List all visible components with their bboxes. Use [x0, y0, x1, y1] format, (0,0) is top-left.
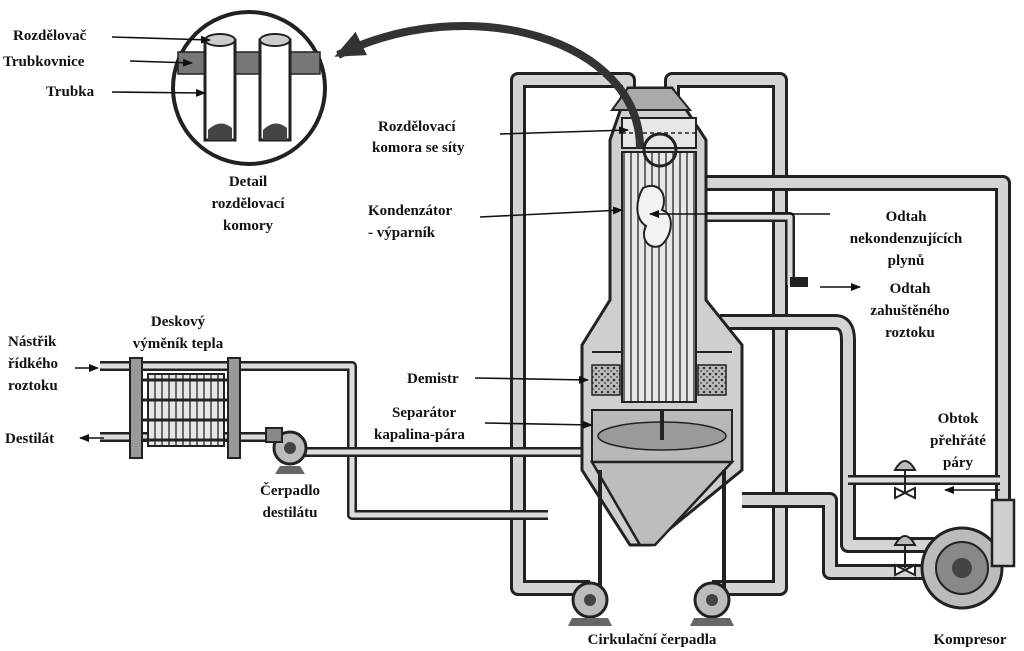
label-deskovy-1: Deskový	[151, 314, 206, 330]
label-obtok-1: Obtok	[938, 411, 980, 427]
label-nastrik-2: řídkého	[8, 356, 58, 372]
labels: Rozdělovač Trubkovnice Trubka Detail roz…	[3, 28, 1007, 648]
label-cerpadlo-2: destilátu	[262, 505, 317, 521]
bypass-valve-bottom	[893, 535, 917, 577]
label-odtah-plynu-3: plynů	[888, 253, 925, 269]
label-rozdelovac: Rozdělovač	[13, 28, 87, 44]
label-detail-2: rozdělovací	[211, 196, 285, 212]
label-cerpadlo-1: Čerpadlo	[260, 482, 320, 499]
label-odtah-roztoku-2: zahuštěného	[870, 303, 949, 319]
label-detail-3: komory	[223, 218, 273, 234]
circulation-pump-right	[690, 581, 734, 626]
label-komora-1: Rozdělovací	[378, 119, 456, 135]
distillate-pump	[265, 427, 308, 474]
label-trubka: Trubka	[46, 84, 95, 100]
label-nastrik-3: roztoku	[8, 378, 58, 394]
detail-callout-arrow	[334, 22, 644, 149]
label-kondenzator-1: Kondenzátor	[368, 203, 453, 219]
label-destilat: Destilát	[5, 431, 54, 447]
label-odtah-roztoku-1: Odtah	[890, 281, 932, 297]
label-separator-1: Separátor	[392, 405, 456, 421]
circulation-pump-left	[568, 581, 612, 626]
label-deskovy-2: výměník tepla	[133, 336, 224, 352]
label-komora-2: komora se síty	[372, 140, 465, 156]
leader-lines	[75, 35, 1000, 494]
label-odtah-plynu-2: nekondenzujících	[850, 231, 963, 247]
label-kompresor: Kompresor	[933, 632, 1006, 648]
label-separator-2: kapalina-pára	[374, 427, 465, 443]
label-obtok-3: páry	[943, 455, 974, 471]
label-odtah-plynu-1: Odtah	[886, 209, 928, 225]
plate-heat-exchanger	[129, 357, 241, 459]
label-nastrik-1: Nástřik	[8, 334, 57, 350]
compressor	[920, 498, 1016, 610]
evaporator-vessel	[580, 86, 744, 588]
label-kondenzator-2: - výparník	[368, 225, 436, 241]
label-odtah-roztoku-3: roztoku	[885, 325, 935, 341]
distributor-detail-circle	[171, 10, 327, 166]
label-obtok-2: přehřáté	[930, 433, 986, 449]
label-trubkovnice: Trubkovnice	[3, 54, 85, 70]
bypass-valve-top	[893, 460, 917, 500]
label-demistr: Demistr	[407, 371, 459, 387]
label-cirkulacni: Cirkulační čerpadla	[588, 632, 717, 648]
label-detail-1: Detail	[229, 174, 267, 190]
